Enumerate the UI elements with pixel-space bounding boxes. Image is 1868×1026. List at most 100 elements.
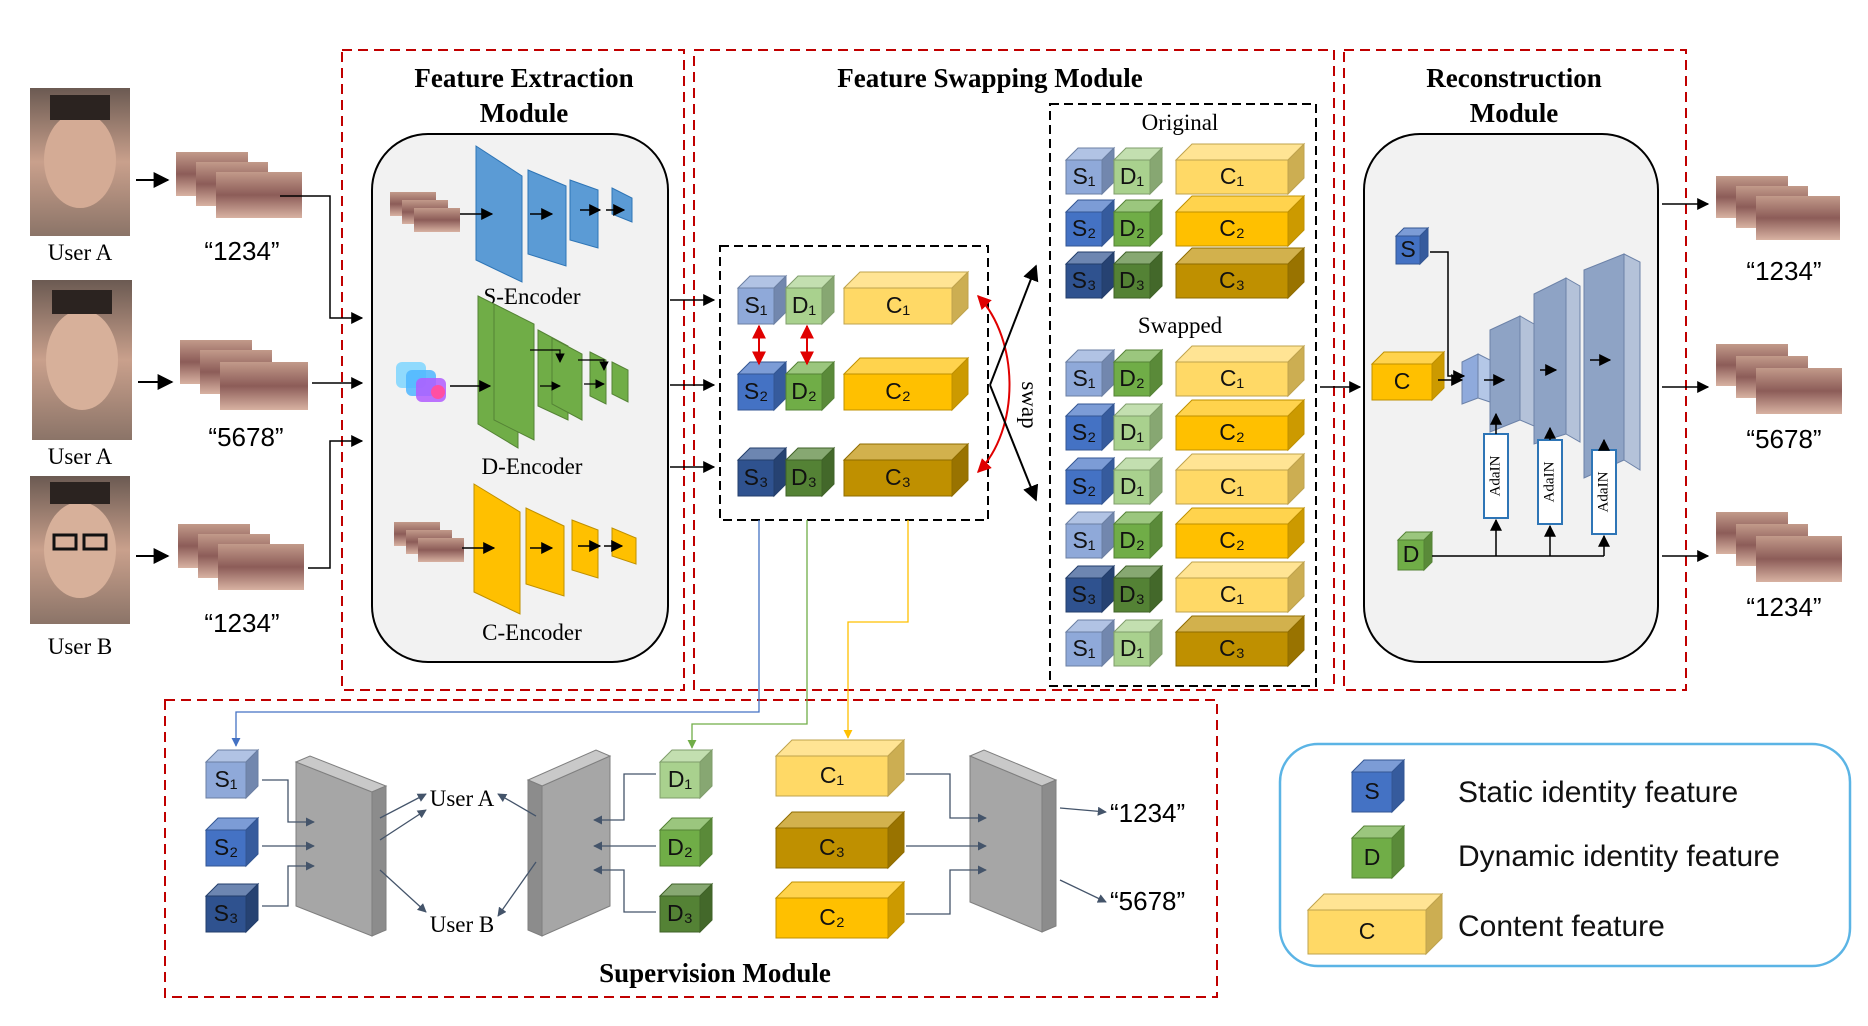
input-user-label: User B <box>48 634 113 659</box>
legend-label-static: Static identity feature <box>1458 776 1738 809</box>
feature-cube-c-label: C₂ <box>1219 215 1245 241</box>
feature-cube-s: S₂ <box>736 360 788 412</box>
supervision-cube-s-label: S₂ <box>214 834 238 860</box>
feature-cube-s-label: S₂ <box>744 378 768 404</box>
feature-cube-s-label: S₃ <box>1072 581 1097 607</box>
legend-swatch-c-label: C <box>1359 918 1376 944</box>
input-row-1: User A “1234” <box>30 88 302 266</box>
feature-cube-d-label: D₂ <box>1119 365 1145 391</box>
supervision-cube-s: S₃ <box>204 882 260 934</box>
feature-cube-d-label: D₁ <box>792 292 817 318</box>
feature-cube-s-label: S₁ <box>1072 163 1095 189</box>
supervision-cube-c-label: C₁ <box>820 762 845 788</box>
s-encoder-label: S-Encoder <box>483 284 580 309</box>
c-encoder-label: C-Encoder <box>482 620 582 645</box>
decoder-input-s: S <box>1394 226 1430 266</box>
d-encoder-label: D-Encoder <box>482 454 583 479</box>
feature-cube-c: C₁ <box>1174 344 1306 398</box>
feature-cube-d: D₃ <box>1112 250 1164 300</box>
supervision-cube-s: S₂ <box>204 816 260 868</box>
feature-cube-c: C₁ <box>1174 452 1306 506</box>
swapping-title: Feature Swapping Module <box>837 63 1143 93</box>
c-encoder: C-Encoder <box>394 483 637 645</box>
feature-cube-d: D₂ <box>1112 198 1164 248</box>
feature-cube-s-label: S₁ <box>744 292 767 318</box>
legend-swatch-s-label: S <box>1364 778 1379 804</box>
output-text: “1234” <box>1746 256 1821 286</box>
feature-cube-d-label: D₃ <box>791 464 817 490</box>
adain-block: AdaIN <box>1483 433 1509 519</box>
mouth-frames <box>1716 512 1842 582</box>
feature-cube-s: S₁ <box>1064 618 1116 668</box>
original-title: Original <box>1142 110 1219 135</box>
output-row-1: “1234” <box>1662 176 1840 286</box>
mouth-frames <box>180 340 308 410</box>
supervision-module-frame <box>164 699 1218 998</box>
feature-cube-s-label: S₁ <box>1072 635 1095 661</box>
extraction-title-line1: Feature Extraction <box>414 63 633 93</box>
feature-cube-d: D₁ <box>1112 456 1164 506</box>
feature-cube-s-label: S₂ <box>1072 473 1096 499</box>
legend-swatches: SDC <box>1306 758 1444 956</box>
feature-cube-c: C₃ <box>1174 614 1306 668</box>
extracted-features-box <box>719 245 989 521</box>
output-row-2: “5678” <box>1662 344 1842 454</box>
feature-cube-c-label: C₂ <box>885 378 911 404</box>
decoder-inputs: S C D <box>1370 226 1446 572</box>
decoder-input-d: D <box>1396 530 1434 572</box>
feature-cube-s-label: S₃ <box>1072 267 1097 293</box>
decoder-input-s-label: S <box>1400 236 1415 262</box>
feature-cube-s-label: S₁ <box>1072 527 1095 553</box>
feature-cube-c: C₂ <box>842 356 970 412</box>
feature-cube-c-label: C₁ <box>886 292 911 318</box>
feature-cube-s: S₂ <box>1064 402 1116 452</box>
feature-cube-d-label: D₃ <box>1119 581 1145 607</box>
identity-classifier-s <box>294 755 388 937</box>
input-user-label: User A <box>48 444 113 469</box>
feature-cube-c: C₁ <box>1174 560 1306 614</box>
legend-swatch-c: C <box>1306 892 1444 956</box>
feature-cube-d: D₂ <box>1112 348 1164 398</box>
legend-label-dynamic: Dynamic identity feature <box>1458 840 1780 873</box>
svg-text:AdaIN: AdaIN <box>1541 461 1557 502</box>
supervision-cube-s: S₁ <box>204 748 260 800</box>
decoder-input-c-label: C <box>1394 368 1411 394</box>
feature-cube-c: C₃ <box>842 442 970 498</box>
feature-cube-d: D₁ <box>1112 618 1164 668</box>
feature-cube-d: D₂ <box>1112 510 1164 560</box>
svg-text:AdaIN: AdaIN <box>1487 455 1503 496</box>
feature-cube-d: D₁ <box>1112 402 1164 452</box>
feature-cube-s: S₂ <box>1064 456 1116 506</box>
feature-cube-c: C₃ <box>1174 246 1306 300</box>
feature-cube-d-label: D₂ <box>1119 527 1145 553</box>
feature-cube-s-label: S₂ <box>1072 419 1096 445</box>
feature-cube-c-label: C₃ <box>1219 267 1245 293</box>
supervision-output-1234: “1234” <box>1110 798 1185 828</box>
feature-cube-d-label: D₁ <box>1120 163 1145 189</box>
feature-cube-d-label: D₁ <box>1120 419 1145 445</box>
reconstruction-title-line1: Reconstruction <box>1426 63 1601 93</box>
feature-cube-s: S₁ <box>736 274 788 326</box>
feature-cube-s-label: S₃ <box>744 464 769 490</box>
supervision-cube-d: D₃ <box>658 882 714 934</box>
supervision-cube-d: D₁ <box>658 748 714 800</box>
supervision-cube-d-label: D₂ <box>667 834 693 860</box>
feature-cube-d-label: D₂ <box>1119 215 1145 241</box>
input-text: “1234” <box>204 236 279 266</box>
supervision-cube-c-label: C₂ <box>819 904 845 930</box>
feature-cube-s: S₃ <box>1064 250 1116 300</box>
s-encoder: S-Encoder <box>390 145 633 309</box>
flow-frames <box>396 362 446 402</box>
feature-cube-s: S₁ <box>1064 348 1116 398</box>
feature-cube-s: S₃ <box>736 446 788 498</box>
svg-text:AdaIN: AdaIN <box>1595 471 1611 512</box>
feature-cube-c-label: C₁ <box>1220 473 1245 499</box>
feature-cube-d-label: D₁ <box>1120 473 1145 499</box>
mouth-frames <box>1716 344 1842 414</box>
supervision-cube-d: D₂ <box>658 816 714 868</box>
feature-cube-d: D₃ <box>784 446 836 498</box>
